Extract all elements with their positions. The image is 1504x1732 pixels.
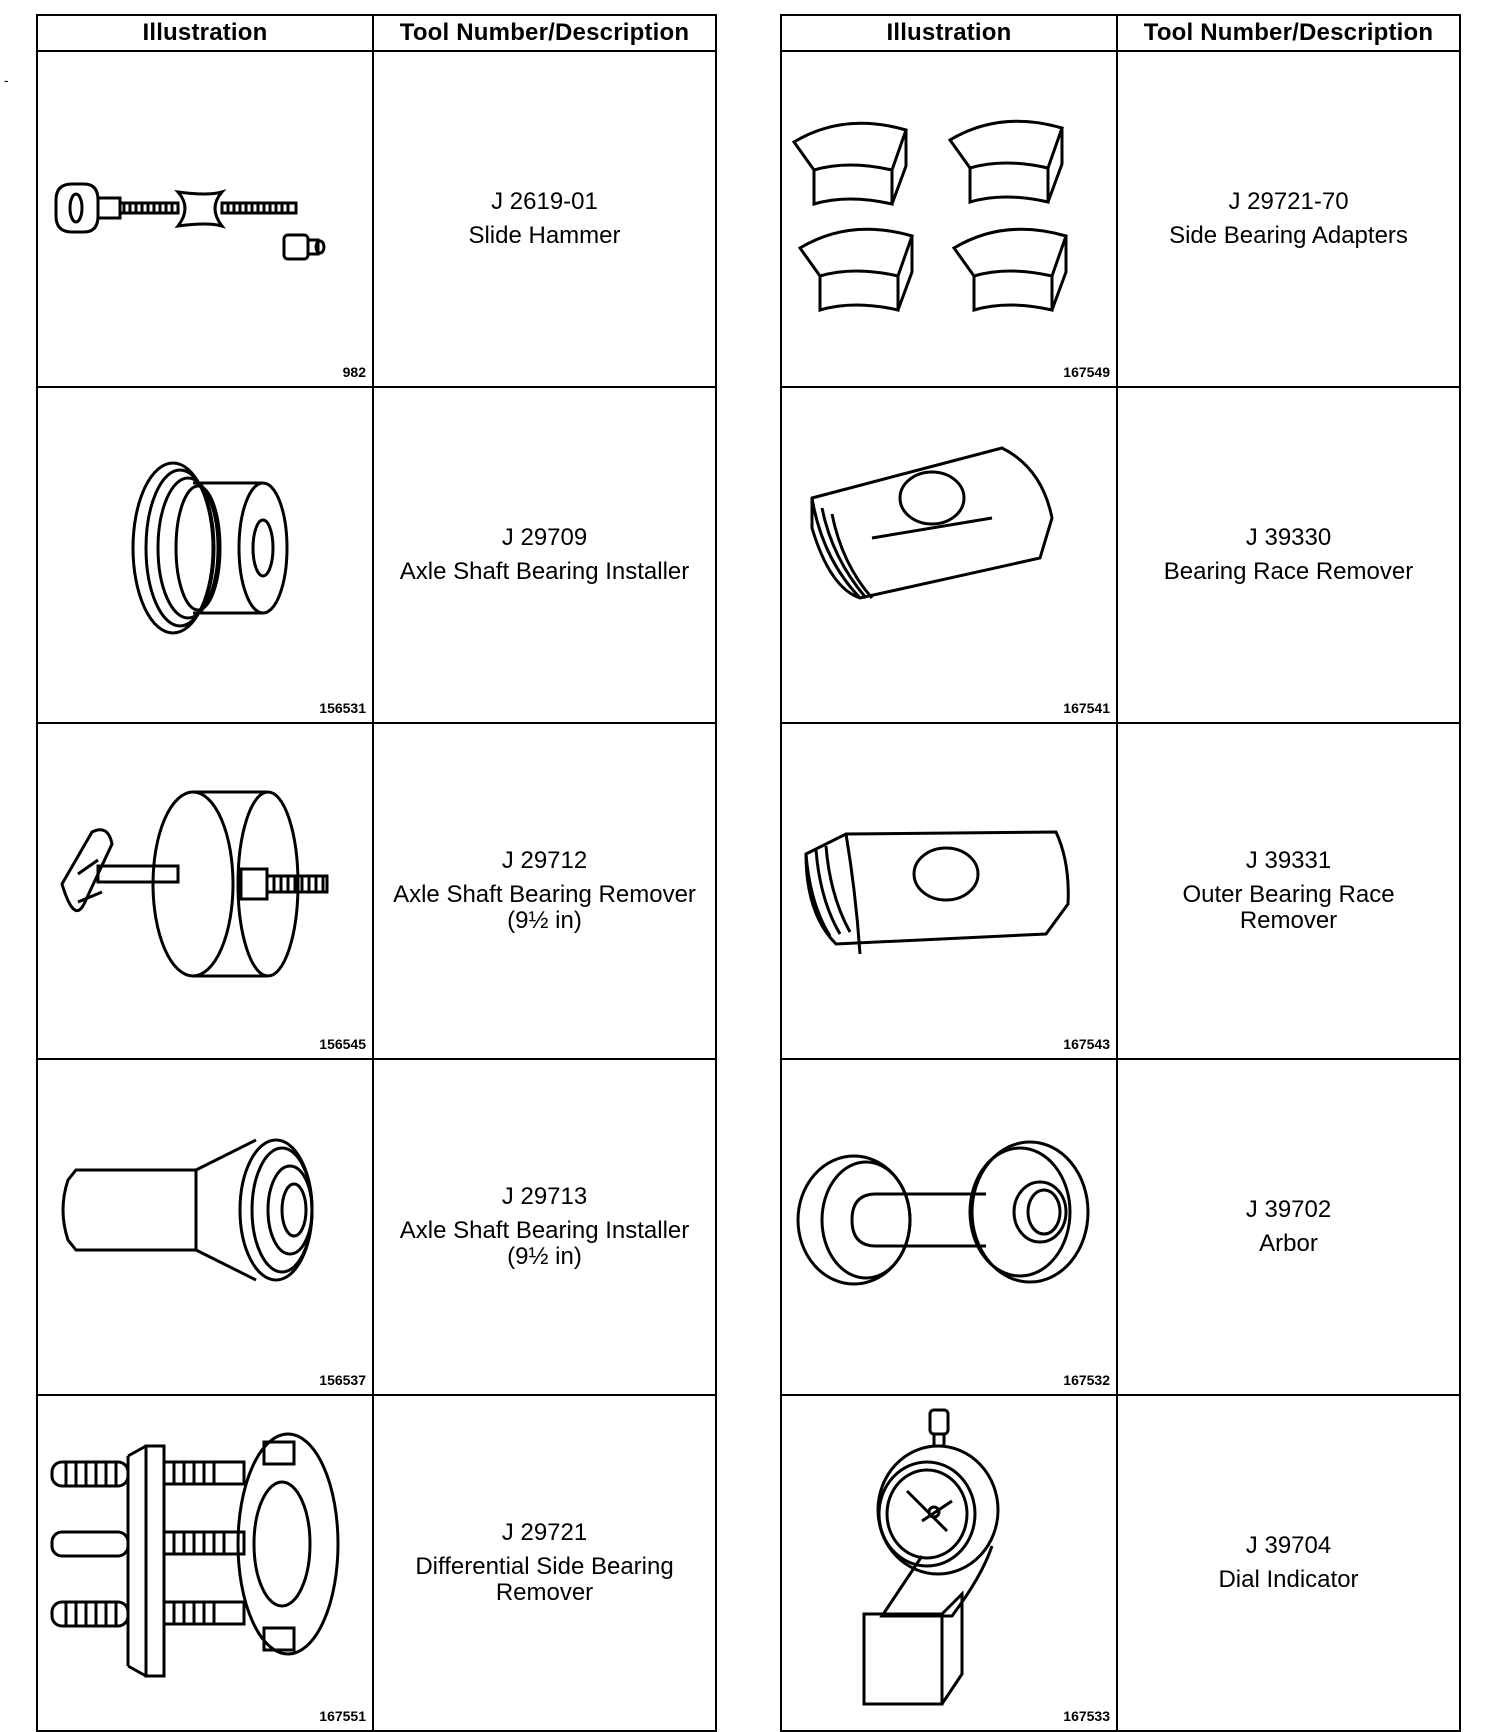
- tool-description-cont: (9½ in): [507, 1243, 582, 1270]
- table-row: 156537 J 29713 Axle Shaft Bearing Instal…: [36, 1058, 717, 1396]
- figure-number: 167541: [1063, 700, 1110, 716]
- slide-hammer-icon: [54, 182, 326, 261]
- tool-description: Side Bearing Adapters: [1169, 222, 1408, 249]
- tool-number: J 29721-70: [1228, 188, 1349, 215]
- adapters-icon: [791, 119, 1068, 313]
- figure-number: 156545: [319, 1036, 366, 1052]
- arbor-icon: [796, 1140, 1090, 1286]
- tool-description: Axle Shaft Bearing Installer: [399, 558, 690, 585]
- tool-description-cont: Remover: [495, 1579, 594, 1606]
- header-tool-description: Tool Number/Description: [1116, 14, 1461, 52]
- table-row: 167543 J 39331 Outer Bearing Race Remove…: [780, 722, 1461, 1060]
- tool-table-left: Illustration Tool Number/Description 982…: [36, 14, 717, 1732]
- header-illustration: Illustration: [780, 14, 1118, 52]
- dial-indicator-icon: [862, 1408, 1000, 1706]
- tool-description: Bearing Race Remover: [1163, 558, 1414, 585]
- tool-description: Dial Indicator: [1218, 1566, 1359, 1593]
- tool-description: Axle Shaft Bearing Remover: [393, 881, 696, 908]
- tool-number: J 39704: [1245, 1532, 1332, 1559]
- tool-description-cont: Remover: [1239, 907, 1338, 934]
- bearing-installer-icon: [131, 461, 289, 635]
- tool-number: J 39702: [1245, 1196, 1332, 1223]
- figure-number: 167543: [1063, 1036, 1110, 1052]
- tool-description: Outer Bearing Race: [1182, 881, 1395, 908]
- header-illustration: Illustration: [36, 14, 374, 52]
- tool-table-right: Illustration Tool Number/Description: [780, 14, 1461, 1732]
- stray-mark: -: [4, 72, 9, 88]
- tool-description: Arbor: [1259, 1230, 1318, 1257]
- tapered-installer-icon: [61, 1138, 314, 1282]
- tool-number: J 29709: [501, 524, 588, 551]
- table-row: 167541 J 39330 Bearing Race Remover: [780, 386, 1461, 724]
- tool-number: J 29721: [501, 1519, 588, 1546]
- figure-number: 156537: [319, 1372, 366, 1388]
- table-row: 167551 J 29721 Differential Side Bearing…: [36, 1394, 717, 1732]
- tool-description: Differential Side Bearing: [415, 1553, 674, 1580]
- tool-number: J 39330: [1245, 524, 1332, 551]
- figure-number: 167551: [319, 1708, 366, 1724]
- tool-number: J 29712: [501, 847, 588, 874]
- figure-number: 167533: [1063, 1708, 1110, 1724]
- table-row: 982 J 2619-01 Slide Hammer: [36, 50, 717, 388]
- table-row: 167533 J 39704 Dial Indicator: [780, 1394, 1461, 1732]
- figure-number: 982: [342, 364, 366, 380]
- figure-number: 156531: [319, 700, 366, 716]
- tool-number: J 39331: [1245, 847, 1332, 874]
- tool-number: J 29713: [501, 1183, 588, 1210]
- tool-description-cont: (9½ in): [507, 907, 582, 934]
- table-row: 167532 J 39702 Arbor: [780, 1058, 1461, 1396]
- figure-number: 167532: [1063, 1372, 1110, 1388]
- outer-race-remover-icon: [804, 830, 1070, 955]
- bearing-remover-icon: [60, 790, 329, 978]
- race-remover-icon: [810, 446, 1054, 600]
- header-tool-description: Tool Number/Description: [372, 14, 717, 52]
- table-row: 156531 J 29709 Axle Shaft Bearing Instal…: [36, 386, 717, 724]
- figure-number: 167549: [1063, 364, 1110, 380]
- table-row: 156545 J 29712 Axle Shaft Bearing Remove…: [36, 722, 717, 1060]
- table-row: 167549 J 29721-70 Side Bearing Adapters: [780, 50, 1461, 388]
- tool-description: Axle Shaft Bearing Installer: [399, 1217, 690, 1244]
- tool-number: J 2619-01: [491, 188, 598, 215]
- puller-icon: [50, 1432, 340, 1678]
- tool-description: Slide Hammer: [468, 222, 621, 249]
